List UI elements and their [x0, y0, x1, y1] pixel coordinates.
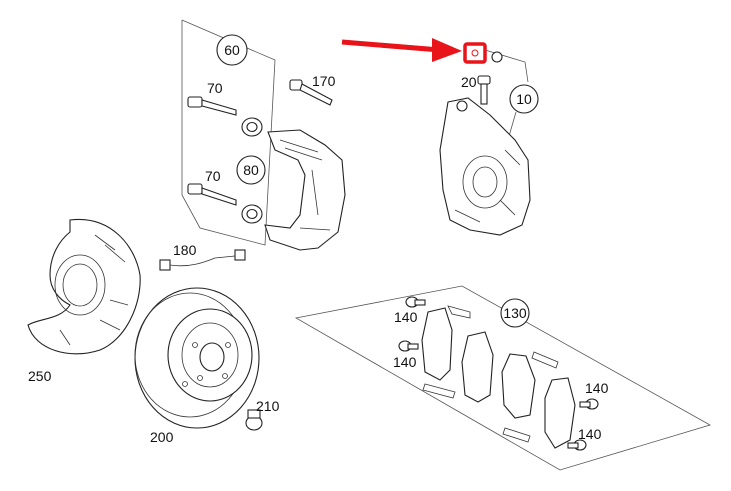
bolt-170[interactable] — [289, 79, 333, 106]
callout-10-label: 10 — [516, 91, 532, 107]
caliper-carrier[interactable] — [264, 129, 346, 251]
callout-60[interactable] — [216, 34, 248, 66]
callout-130-label: 130 — [503, 305, 527, 321]
brake-pad-1[interactable] — [421, 307, 453, 381]
screw-140-c[interactable] — [579, 398, 599, 410]
dust-shield-250[interactable] — [27, 218, 141, 355]
callout-80[interactable] — [236, 155, 266, 185]
wear-sensor-180[interactable] — [159, 249, 246, 271]
callout-10[interactable] — [509, 84, 539, 114]
brake-caliper-group: 20 10 — [341, 38, 539, 236]
pad-clip-3 — [422, 383, 456, 399]
callout-20-label: 20 — [461, 74, 477, 90]
callout-170-label: 170 — [312, 73, 336, 89]
red-arrow-icon — [341, 38, 462, 62]
bleed-cap[interactable] — [491, 51, 503, 63]
pad-clip-4 — [502, 427, 531, 443]
brake-pad-4[interactable] — [544, 377, 576, 449]
screw-210[interactable] — [245, 409, 263, 431]
callout-180-label: 180 — [173, 242, 197, 258]
brake-caliper[interactable] — [439, 97, 531, 236]
pad-clip-1 — [447, 305, 471, 319]
pad-clip-2 — [531, 351, 559, 369]
screw-140-b[interactable] — [398, 340, 419, 352]
brake-pad-2[interactable] — [461, 331, 494, 403]
brake-pad-3[interactable] — [501, 353, 536, 419]
bushing-80-top[interactable] — [241, 117, 263, 137]
brake-disc-200[interactable] — [134, 287, 260, 429]
callout-140-a-label: 140 — [394, 309, 418, 325]
callout-200-label: 200 — [150, 429, 174, 445]
callout-70-bottom-label: 70 — [205, 168, 221, 184]
pad-kit-group: 130 140 140 14 — [294, 285, 712, 471]
screw-140-d[interactable] — [567, 439, 587, 451]
callout-80-label: 80 — [243, 162, 259, 178]
screw-140-a[interactable] — [405, 296, 426, 308]
callout-140-c-label: 140 — [585, 380, 609, 396]
bushing-80-bottom[interactable] — [241, 204, 263, 224]
bleed-cap-marker-icon[interactable] — [463, 42, 487, 64]
bleed-screw-20[interactable] — [477, 75, 491, 105]
callout-250-label: 250 — [28, 368, 52, 384]
callout-130[interactable] — [500, 298, 530, 328]
callout-140-d-label: 140 — [578, 426, 602, 442]
callout-60-label: 60 — [224, 42, 240, 58]
bolt-70-bottom[interactable] — [187, 183, 237, 206]
caliper-carrier-group: 60 70 80 70 170 — [181, 19, 346, 251]
bolt-70-top[interactable] — [187, 96, 237, 116]
callout-70-top-label: 70 — [207, 80, 223, 96]
callout-140-b-label: 140 — [393, 354, 417, 370]
callout-210-label: 210 — [256, 398, 280, 414]
